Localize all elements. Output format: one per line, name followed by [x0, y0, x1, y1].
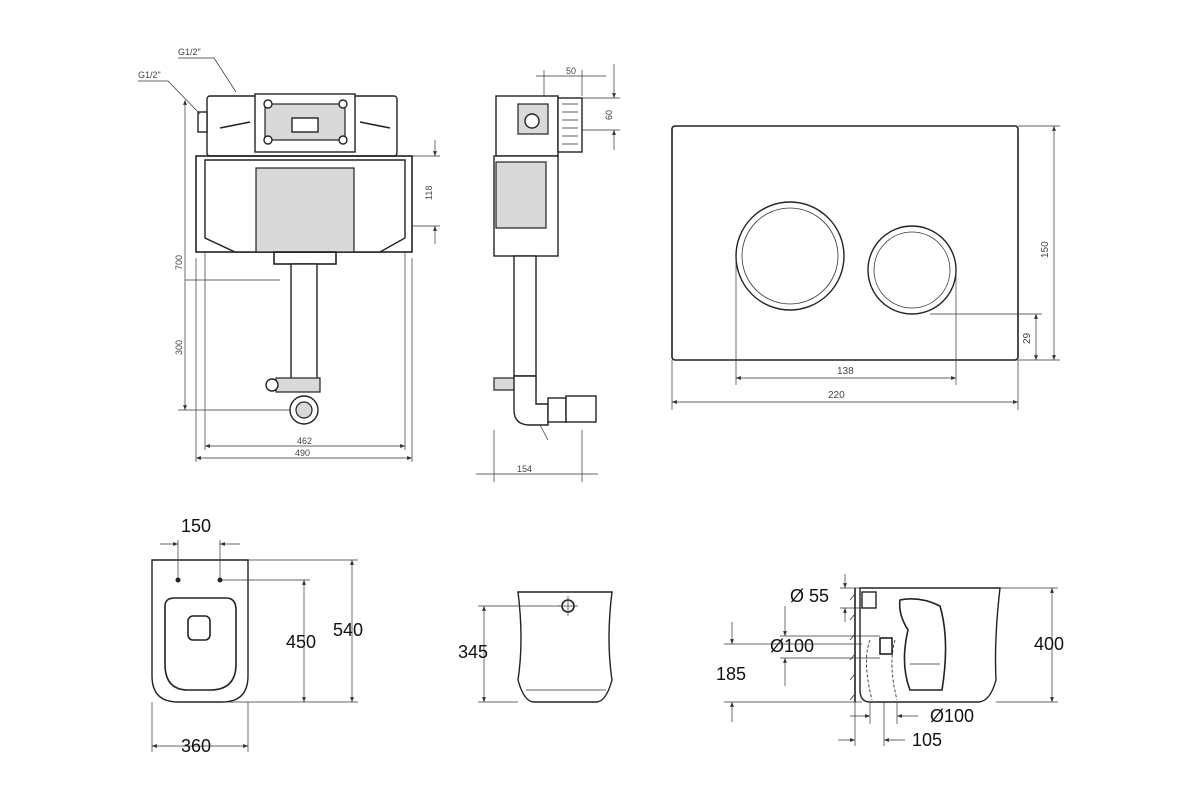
cistern-side-tank [495, 161, 547, 229]
dim-top-block-118: 118 [424, 186, 434, 200]
toilet-top-view: 150 450 540 360 [151, 516, 363, 756]
bolt-icon [338, 99, 348, 109]
flush-button-small [867, 225, 957, 315]
outlet-connector-core [295, 401, 313, 419]
toilet-rim-opening [187, 615, 211, 641]
cistern-side-outlet [565, 395, 597, 423]
dim-side-50: 50 [566, 66, 576, 76]
toilet-side-body [517, 591, 613, 703]
cistern-valve-slot [291, 117, 319, 133]
dim-frame-inner-462: 462 [297, 436, 312, 446]
dim-plate-220: 220 [828, 390, 845, 401]
cistern-side-coupling [547, 397, 567, 423]
dim-plate-138: 138 [837, 366, 854, 377]
clamp-knob-icon [265, 378, 279, 392]
toilet-section-trap [898, 598, 947, 691]
toilet-seat-outline [164, 597, 237, 691]
cistern-front-view: G1/2" G1/2" 700 300 118 462 490 [138, 47, 440, 462]
dim-plate-29: 29 [1022, 332, 1033, 344]
bolt-icon [263, 135, 273, 145]
section-inlet-connector [861, 591, 877, 609]
dim-section-400: 400 [1034, 634, 1064, 654]
toilet-section-view: Ø 55 Ø100 185 400 Ø100 105 [716, 574, 1064, 750]
dim-frame-outer-490: 490 [295, 448, 310, 458]
dim-toilet-540: 540 [333, 620, 363, 640]
cistern-service-opening [255, 167, 355, 253]
cistern-flush-pipe [290, 263, 318, 385]
cistern-side-thread [557, 97, 583, 153]
toilet-side-view: 345 [458, 591, 613, 703]
dim-plate-150: 150 [1040, 241, 1051, 258]
dim-height-700: 700 [174, 255, 184, 270]
dim-outlet-100: Ø100 [770, 636, 814, 656]
dim-toilet-150: 150 [181, 516, 211, 536]
section-outlet-port [879, 637, 893, 655]
dim-outlet-300: 300 [174, 340, 184, 355]
cistern-water-inlet [197, 111, 208, 133]
bolt-icon [338, 135, 348, 145]
cistern-side-pipe [513, 255, 537, 377]
dim-toilet-360: 360 [181, 736, 211, 756]
flush-button-large [735, 201, 845, 311]
cistern-outlet-collar [273, 251, 337, 265]
valve-knob-icon [524, 113, 540, 129]
flush-plate-view: 150 29 138 220 [671, 125, 1060, 410]
dim-outlet-height-185: 185 [716, 664, 746, 684]
dim-floor-offset-105: 105 [912, 730, 942, 750]
flush-plate [671, 125, 1019, 361]
thread-top-label: G1/2" [178, 47, 201, 57]
cistern-side-bend [513, 375, 549, 426]
dim-inlet-55: Ø 55 [790, 586, 829, 606]
dim-floor-outlet-100: Ø100 [930, 706, 974, 726]
thread-left-label: G1/2" [138, 70, 161, 80]
dim-toilet-450: 450 [286, 632, 316, 652]
dim-side-345: 345 [458, 642, 488, 662]
pipe-clamp [275, 377, 321, 393]
dim-side-60: 60 [604, 110, 614, 120]
toilet-bowl-outline [151, 559, 249, 703]
toilet-section-body [859, 587, 1001, 703]
cistern-side-view: 50 60 154 [476, 64, 620, 482]
bolt-icon [263, 99, 273, 109]
dim-side-154: 154 [517, 464, 532, 474]
